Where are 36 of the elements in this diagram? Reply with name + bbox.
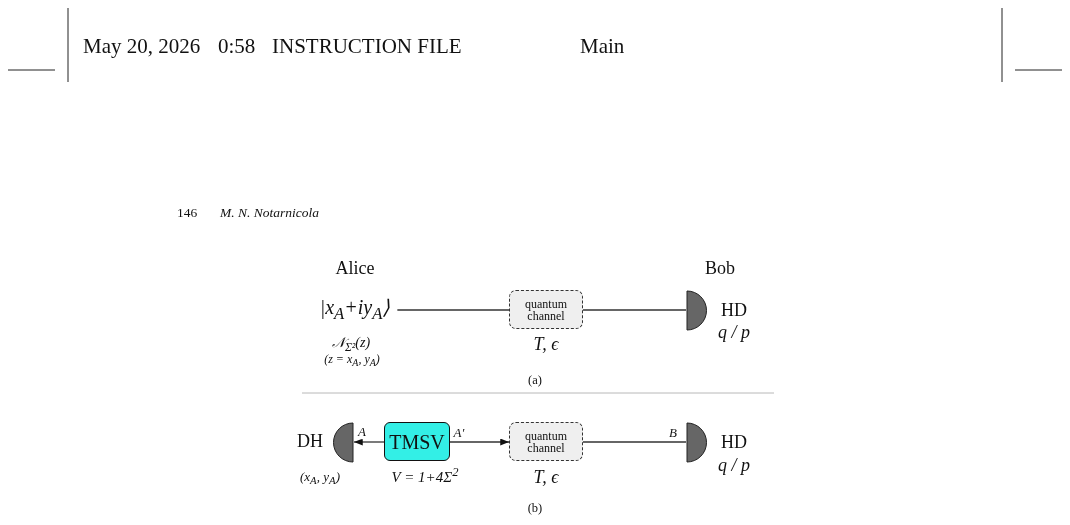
quantum-state-label: |x$_{A}$+iy$_{A}$⟩ [319,297,391,323]
arrow [449,438,510,446]
detector-icon [686,290,708,331]
outcome-label: (x$_{A}$, y$_{A}$) [300,469,340,487]
party-label: Bob [705,258,735,278]
distribution-label: 𝒩$_{Σ²}$(z) [331,336,371,354]
header-file-label: INSTRUCTION FILE [272,35,462,57]
arrow [353,438,385,446]
detector-icon [332,422,354,463]
detector-label: HD [721,432,747,452]
panel-label: (b) [527,502,543,516]
author-name: M. N. Notarnicola [220,205,319,221]
detector-label: HD [721,300,747,320]
connector-line [582,441,687,443]
header-file-name: Main [580,35,625,57]
connector-line [582,309,687,311]
variable-label: (z = x$_{A}$, y$_{A}$) [324,353,380,369]
channel-box: quantum channel [509,422,583,461]
detector-label: DH [297,431,323,451]
edge-label: B [668,426,678,440]
header-time: 0:58 [218,35,256,57]
page-number: 146 [177,205,198,221]
connector-line [396,309,510,311]
parameter-label: T, ϵ [533,467,559,487]
quadrature-label: q / p [718,322,750,342]
variance-label: V = 1+4Σ$^{2}$ [391,466,459,486]
party-label: Alice [335,258,375,278]
header-date: May 20, 2026 [83,35,201,57]
channel-box: quantum channel [509,290,583,329]
parameter-label: T, ϵ [533,334,559,354]
detector-icon [686,422,708,463]
source-box: TMSV [384,422,450,461]
quadrature-label: q / p [718,455,750,475]
edge-label: A [357,425,367,439]
panel-label: (a) [528,374,542,388]
edge-label: A′ [452,426,466,440]
